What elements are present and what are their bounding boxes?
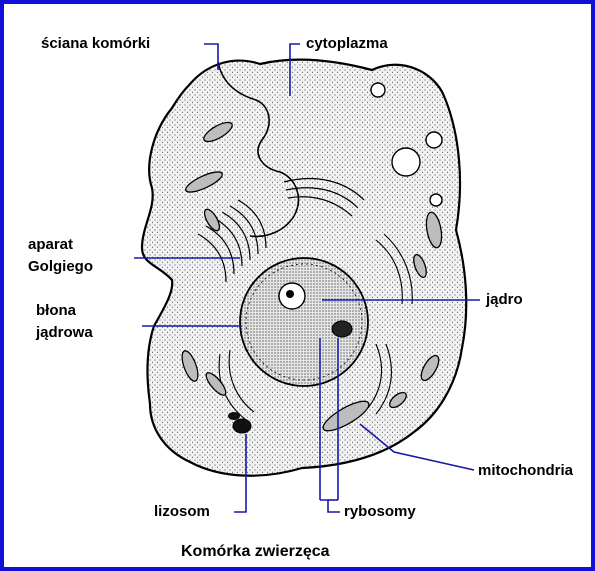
animal-cell-diagram: [4, 4, 591, 567]
label-nuclear-membrane-line-2: jądrowa: [36, 322, 93, 343]
ribosome-cluster: [332, 321, 352, 337]
label-nucleus: jądro: [486, 289, 523, 310]
label-golgi-line-1: aparat: [28, 234, 73, 255]
leader-ribosomes-c: [320, 500, 340, 512]
diagram-title: Komórka zwierzęca: [181, 541, 330, 562]
label-nuclear-membrane-line-1: błona: [36, 300, 76, 321]
nucleus-shape: [240, 258, 368, 386]
chromatin-dot: [286, 290, 294, 298]
lysosome-organelle-2: [228, 412, 240, 420]
label-lysosome: lizosom: [154, 501, 210, 522]
label-ribosomes: rybosomy: [344, 501, 416, 522]
lysosome-organelle: [233, 419, 251, 433]
label-mitochondria: mitochondria: [478, 460, 573, 481]
label-cytoplasm: cytoplazma: [306, 33, 388, 54]
label-cell-wall: ściana komórki: [41, 33, 150, 54]
label-golgi-line-2: Golgiego: [28, 256, 93, 277]
